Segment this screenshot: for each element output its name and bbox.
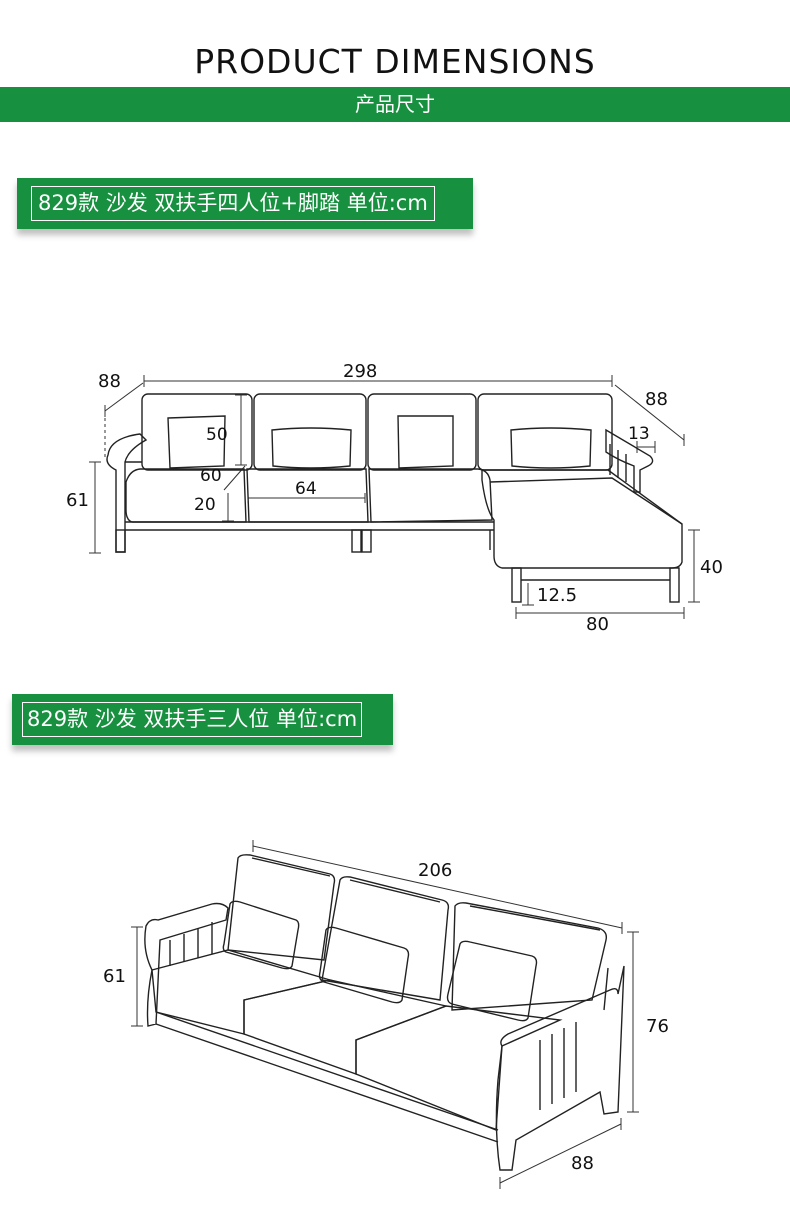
dim-depth-left: 88 (98, 371, 121, 392)
dim-leg-height: 12.5 (537, 585, 578, 606)
dim-seat-width: 64 (295, 479, 317, 499)
dim-arm-height: 61 (66, 490, 89, 511)
section1-label-box: 829款 沙发 双扶手四人位+脚踏 单位:cm (17, 178, 473, 229)
dim-seat-depth: 60 (200, 466, 222, 486)
l-sofa-drawing (89, 375, 700, 619)
dim-arm-width: 13 (628, 424, 650, 444)
dim2-total-width: 206 (418, 860, 453, 881)
l-sofa-outline (106, 393, 683, 603)
dim2-total-height: 76 (646, 1016, 669, 1037)
three-seat-sofa-drawing (131, 840, 639, 1189)
section2-label: 829款 沙发 双扶手三人位 单位:cm (22, 702, 363, 737)
dim-depth-right: 88 (645, 389, 668, 410)
dim-seat-thickness: 20 (194, 495, 216, 515)
dim2-arm-height: 61 (103, 966, 126, 987)
dimension-lines-2 (131, 840, 639, 1189)
title-banner: 产品尺寸 (0, 87, 790, 122)
dim-ottoman-height: 40 (700, 557, 723, 578)
dim-total-width: 298 (343, 361, 378, 382)
dim-back-height: 50 (206, 425, 228, 445)
three-seat-sofa-outline (144, 854, 625, 1171)
section2-label-box: 829款 沙发 双扶手三人位 单位:cm (12, 694, 393, 745)
page-title: PRODUCT DIMENSIONS (194, 42, 596, 81)
section1-label: 829款 沙发 双扶手四人位+脚踏 单位:cm (31, 186, 435, 221)
dim2-depth: 88 (571, 1153, 594, 1174)
dimension-lines (89, 375, 700, 619)
dim-ottoman-width: 80 (586, 614, 609, 635)
